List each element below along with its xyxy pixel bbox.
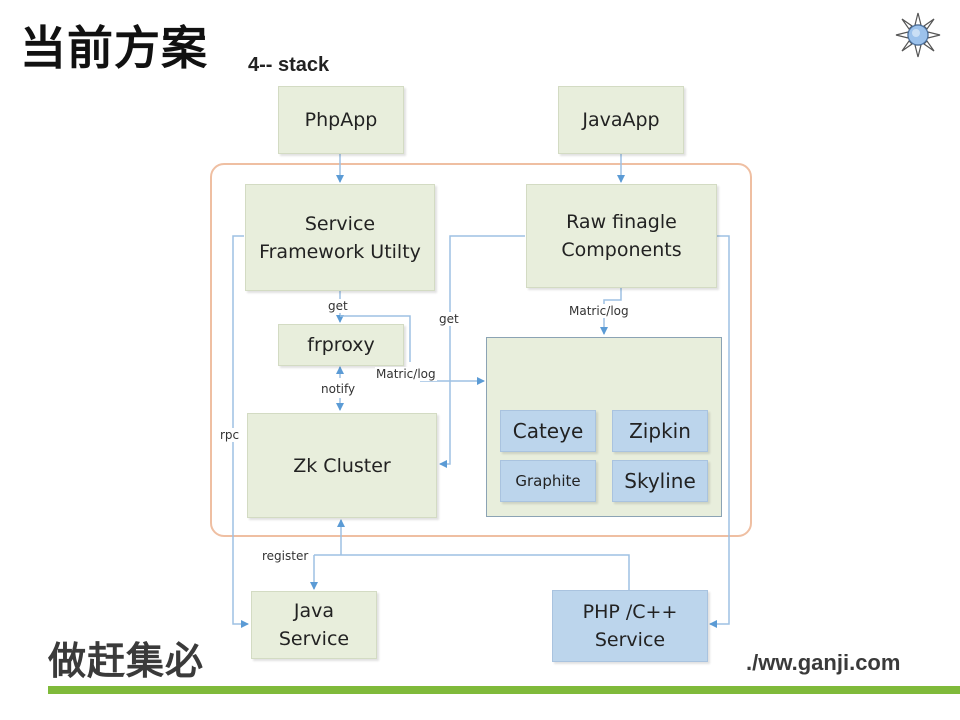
sun-gear-icon — [895, 12, 941, 58]
edge-label-matric-log-frproxy: Matric/log — [375, 367, 437, 381]
node-service-framework: Service Framework Utilty — [245, 184, 435, 291]
node-raw-finagle-line2: Components — [561, 239, 682, 261]
edge-register-bus — [314, 554, 630, 590]
node-java-service: Java Service — [251, 591, 377, 659]
edge-label-matric-log-finagle: Matric/log — [568, 304, 630, 318]
node-java-service-line2: Service — [278, 628, 350, 650]
node-raw-finagle: Raw finagle Components — [526, 184, 717, 288]
node-php-app-label: PhpApp — [304, 109, 378, 131]
node-frproxy-label: frproxy — [307, 334, 375, 356]
footer-green-bar — [48, 686, 960, 694]
node-skyline: Skyline — [612, 460, 708, 502]
footer-url: ./ww.ganji.com — [746, 650, 901, 675]
edge-label-get-frproxy: get — [327, 299, 349, 313]
node-zipkin: Zipkin — [612, 410, 708, 452]
node-service-framework-line1: Service — [304, 212, 376, 235]
node-zipkin-label: Zipkin — [629, 419, 691, 443]
node-php-app: PhpApp — [278, 86, 404, 154]
edge-label-get-finagle: get — [438, 312, 460, 326]
node-graphite-label: Graphite — [515, 472, 581, 490]
edge-label-register: register — [261, 549, 310, 563]
edge-label-rpc: rpc — [219, 428, 241, 442]
system-boundary-frame — [210, 163, 752, 537]
node-graphite: Graphite — [500, 460, 596, 502]
node-java-service-line1: Java — [293, 600, 335, 622]
node-cateye: Cateye — [500, 410, 596, 452]
node-php-cpp-service: PHP /C++ Service — [552, 590, 708, 662]
node-frproxy: frproxy — [278, 324, 404, 366]
node-zk-cluster-label: Zk Cluster — [293, 454, 391, 477]
slide-subtitle: 4-- stack — [248, 54, 330, 76]
edge-label-notify: notify — [320, 382, 357, 396]
node-service-framework-line2: Framework Utilty — [259, 240, 421, 263]
footer-slogan: 做赶集必 — [48, 639, 205, 683]
node-raw-finagle-line1: Raw finagle — [566, 211, 677, 233]
node-skyline-label: Skyline — [624, 469, 696, 493]
slide-title: 当前方案 — [20, 21, 208, 75]
node-java-app: JavaApp — [558, 86, 684, 154]
node-zk-cluster: Zk Cluster — [247, 413, 437, 518]
node-php-cpp-service-line2: Service — [594, 629, 666, 651]
node-java-app-label: JavaApp — [582, 109, 660, 131]
node-php-cpp-service-line1: PHP /C++ — [582, 601, 678, 623]
node-cateye-label: Cateye — [512, 419, 584, 443]
